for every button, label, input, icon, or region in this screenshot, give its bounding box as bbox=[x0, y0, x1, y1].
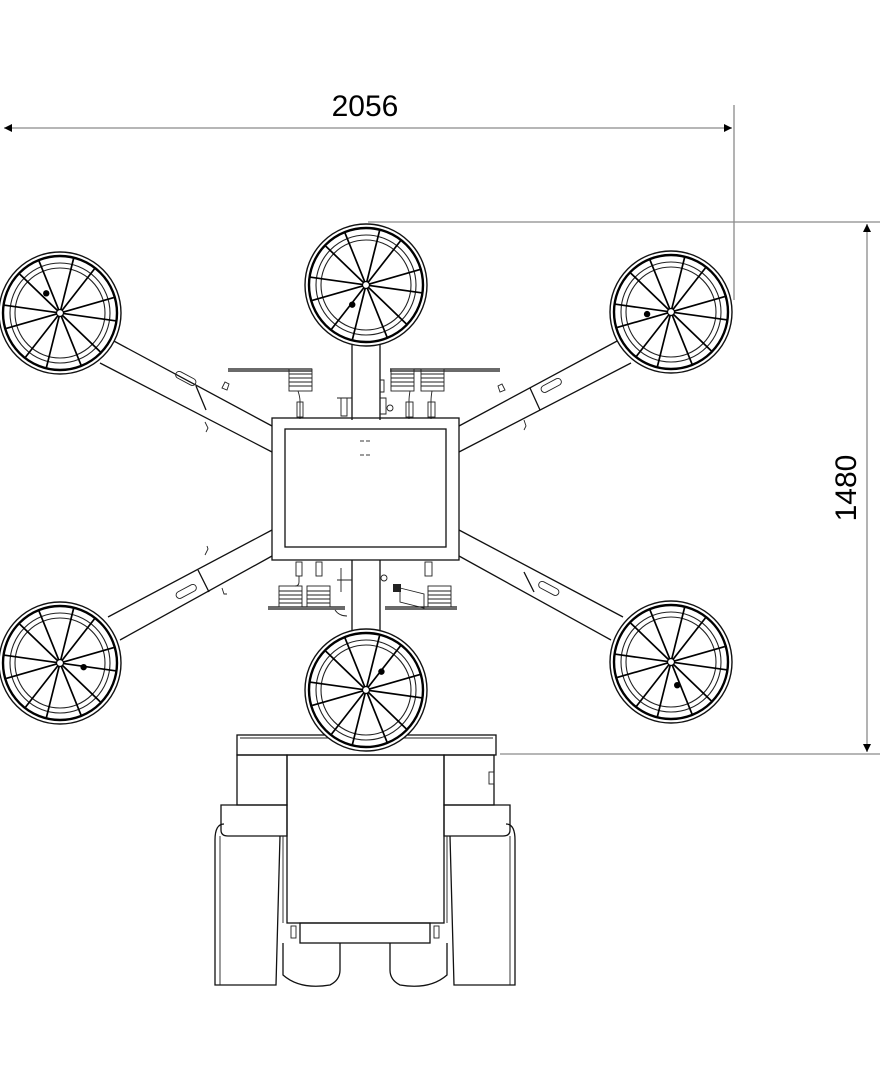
valve-assembly-bottom bbox=[268, 561, 457, 617]
suction-pad-bottom-right bbox=[609, 600, 733, 724]
pad-marker-icon bbox=[643, 310, 651, 318]
coil-top-center bbox=[390, 368, 415, 419]
arm-top-left bbox=[99, 339, 273, 453]
width-dimension-label: 2056 bbox=[332, 90, 399, 123]
pad-marker-icon bbox=[349, 301, 356, 308]
carrier-chassis bbox=[214, 734, 516, 987]
suction-pad-bottom-left bbox=[0, 601, 122, 725]
pad-marker-icon bbox=[674, 681, 681, 689]
height-dimension: 1480 bbox=[368, 221, 880, 755]
coil-top-right bbox=[420, 368, 445, 419]
pad-marker-icon bbox=[80, 663, 87, 671]
valve-assembly-top bbox=[228, 368, 500, 419]
control-box bbox=[271, 417, 460, 561]
suction-pad-top-left bbox=[0, 251, 122, 375]
arm-bottom-right bbox=[458, 529, 624, 641]
width-dimension: 2056 bbox=[4, 90, 735, 300]
coil-top-left bbox=[288, 368, 313, 419]
coil-bottom-left bbox=[278, 561, 303, 608]
inner-wheel-right bbox=[389, 943, 448, 987]
arm-bottom-left bbox=[107, 529, 273, 641]
suction-pad-top-center bbox=[304, 223, 428, 347]
suction-pads bbox=[0, 223, 733, 752]
coil-bottom-center bbox=[306, 561, 331, 608]
arm-top-right bbox=[458, 339, 632, 453]
inner-wheel-left bbox=[282, 943, 341, 987]
coil-bottom-right bbox=[424, 561, 452, 608]
pad-marker-icon bbox=[43, 290, 50, 297]
pad-marker-icon bbox=[378, 668, 385, 675]
central-mast bbox=[351, 345, 381, 632]
track-left bbox=[214, 823, 281, 986]
height-dimension-label: 1480 bbox=[830, 455, 863, 522]
suction-pad-bottom-center bbox=[304, 628, 428, 752]
suction-pad-top-right bbox=[609, 250, 733, 374]
track-right bbox=[449, 823, 516, 986]
